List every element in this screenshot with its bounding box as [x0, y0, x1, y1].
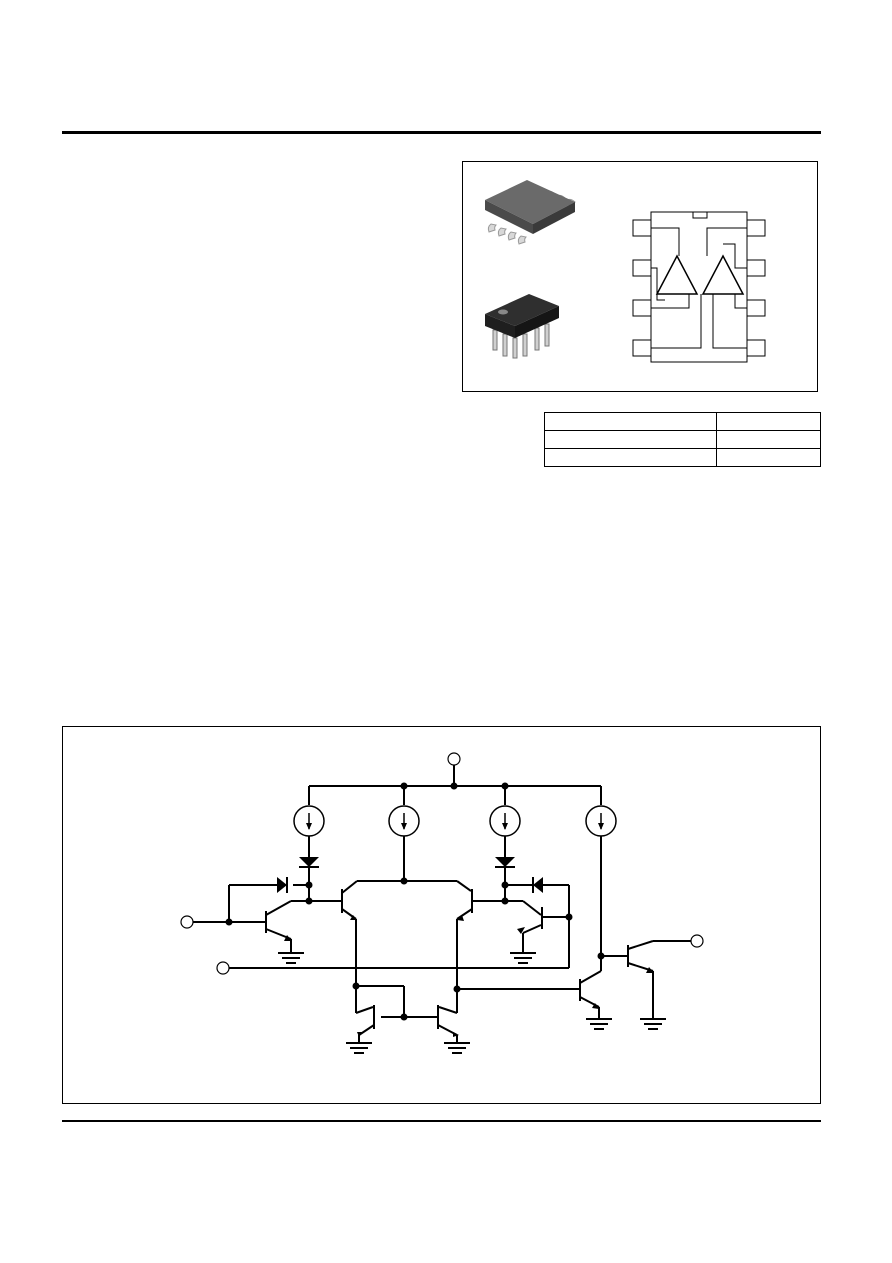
dual-opamp-pinout-icon — [632, 211, 766, 363]
table-cell — [544, 412, 717, 431]
input-terminal-icon — [180, 915, 194, 929]
msop8-package-icon — [485, 180, 576, 245]
schematic-panel — [62, 726, 821, 1104]
footer-rule — [62, 1120, 821, 1122]
package-drawings — [485, 180, 766, 363]
table-cell — [544, 430, 717, 449]
header-rule — [62, 131, 821, 134]
table-row — [544, 430, 821, 449]
table-cell — [716, 412, 821, 431]
table-cell — [544, 448, 717, 467]
package-pinout-panel — [462, 161, 818, 392]
vcc-terminal-icon — [447, 752, 461, 766]
table-row — [544, 412, 821, 431]
table-cell — [716, 448, 821, 467]
order-codes-table — [544, 412, 821, 467]
schematic-diagram — [180, 752, 704, 1054]
dip8-package-icon — [485, 294, 559, 359]
table-cell — [716, 430, 821, 449]
table-row — [544, 448, 821, 467]
input-terminal-icon — [216, 961, 230, 975]
output-terminal-icon — [690, 934, 704, 948]
